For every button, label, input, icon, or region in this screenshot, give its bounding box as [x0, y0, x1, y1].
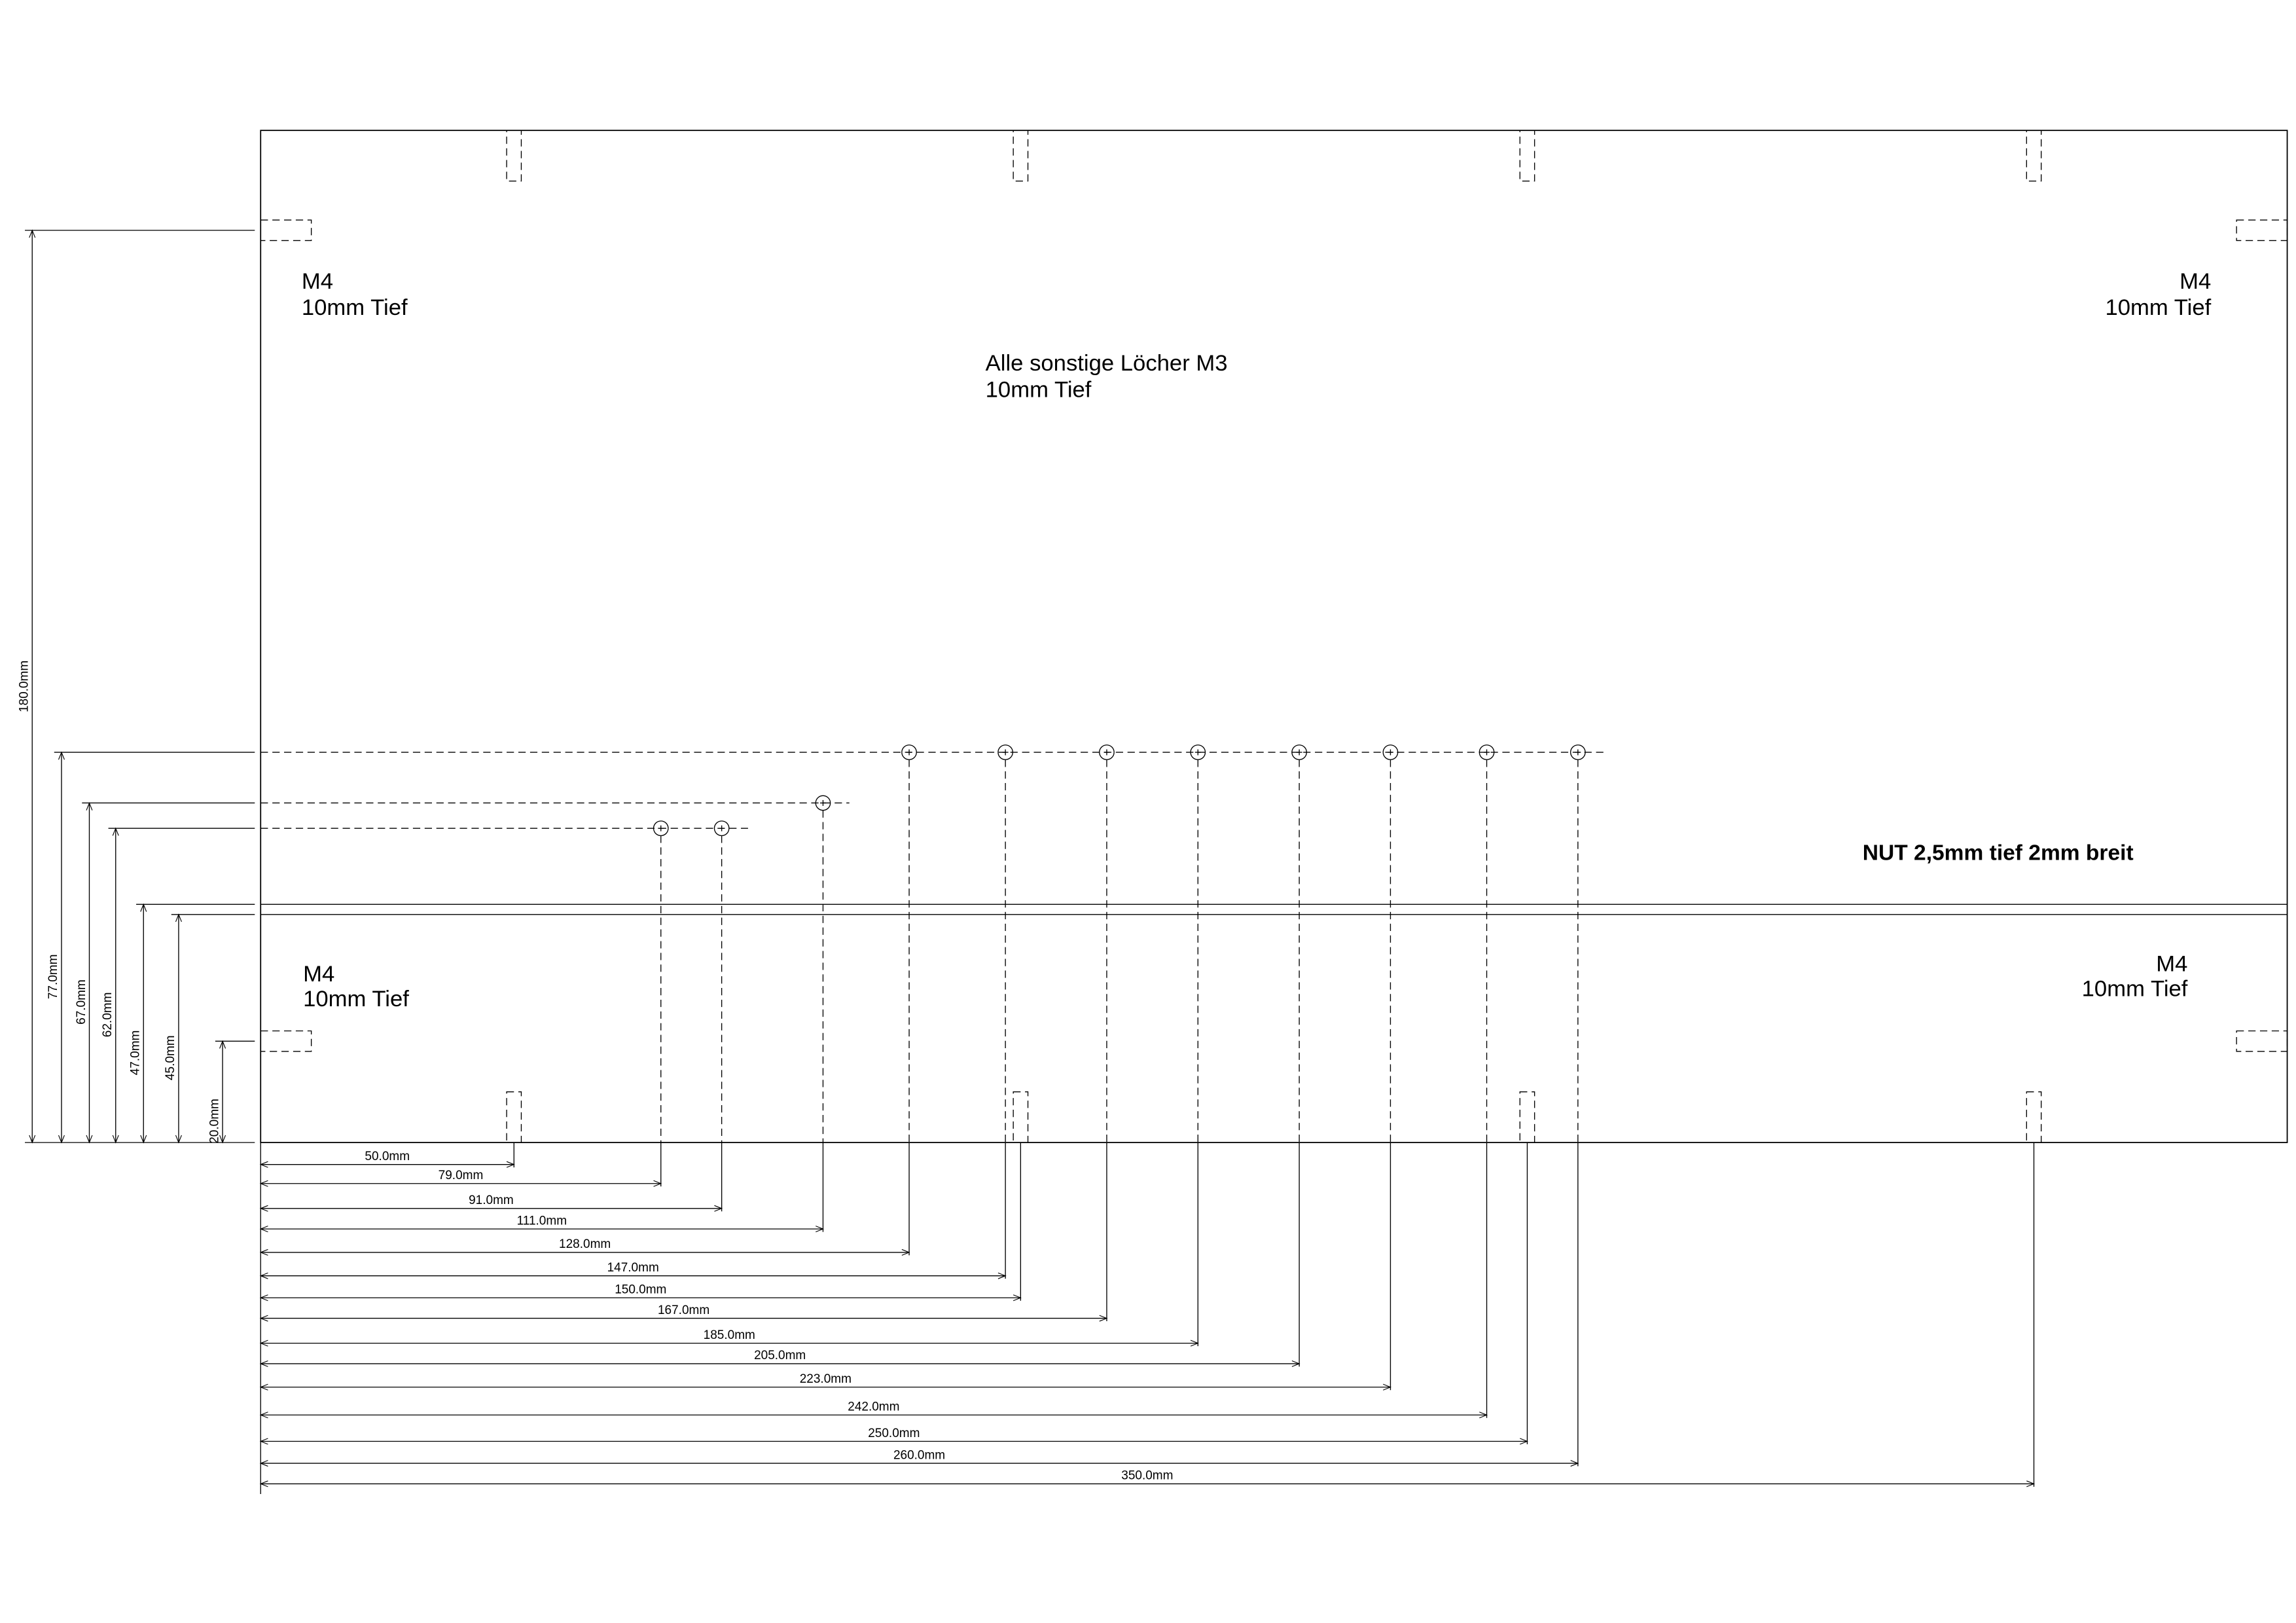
m3-hole-circle — [653, 820, 669, 837]
tapped-hole-top-edge — [506, 130, 522, 182]
note-line: 10mm Tief — [2105, 295, 2211, 320]
m3-hole-circle — [1570, 744, 1586, 760]
note-line: 10mm Tief — [302, 295, 408, 320]
dimension-label: 260.0mm — [893, 1448, 945, 1462]
dimension-label: 185.0mm — [704, 1328, 755, 1342]
dimension-label: 242.0mm — [848, 1400, 899, 1414]
m3-hole-circle — [815, 795, 831, 811]
note-line: 10mm Tief — [2082, 976, 2188, 1001]
dimension-label: 350.0mm — [1121, 1469, 1173, 1483]
m3-hole-circle — [1382, 744, 1399, 760]
m3-hole-circle — [1190, 744, 1206, 760]
dimension-label: 205.0mm — [754, 1349, 806, 1362]
dimension-label: 62.0mm — [101, 993, 115, 1038]
note-groove: NUT 2,5mm tief 2mm breit — [1863, 841, 2134, 865]
dimension-label: 50.0mm — [365, 1150, 410, 1163]
dimension-label: 20.0mm — [207, 1099, 221, 1144]
dimension-label: 167.0mm — [658, 1304, 709, 1317]
dimension-label: 180.0mm — [18, 661, 31, 712]
tapped-hole-left-edge — [260, 1030, 312, 1052]
tapped-hole-bottom-edge — [1519, 1091, 1535, 1143]
dimension-label: 47.0mm — [129, 1030, 143, 1076]
m3-hole-circle — [1479, 744, 1495, 760]
dimension-label: 147.0mm — [607, 1261, 659, 1275]
dimension-label: 91.0mm — [469, 1194, 514, 1207]
tapped-hole-right-edge — [2236, 219, 2288, 242]
tapped-hole-bottom-edge — [1013, 1091, 1029, 1143]
note-m4-top-left: M4 10mm Tief — [302, 269, 408, 320]
note-m4-top-right: M4 10mm Tief — [2105, 269, 2211, 320]
dimension-label: 67.0mm — [75, 979, 88, 1025]
tapped-hole-top-edge — [2026, 130, 2042, 182]
m3-hole-circle — [901, 744, 917, 760]
dimension-label: 250.0mm — [868, 1427, 920, 1440]
m3-hole-circle — [997, 744, 1013, 760]
note-line: M4 — [303, 962, 334, 987]
note-m3-holes: Alle sonstige Löcher M3 10mm Tief — [986, 351, 1228, 402]
plate-outline — [260, 130, 2288, 1144]
dimension-label: 128.0mm — [559, 1237, 611, 1251]
note-m4-bottom-right: M4 10mm Tief — [2082, 951, 2188, 1001]
note-line: M4 — [2179, 269, 2211, 294]
dimension-label: 150.0mm — [615, 1283, 666, 1297]
m3-hole-circle — [1291, 744, 1307, 760]
note-line: M4 — [2156, 951, 2187, 976]
dimension-label: 223.0mm — [800, 1372, 852, 1386]
tapped-hole-bottom-edge — [506, 1091, 522, 1143]
tapped-hole-top-edge — [1013, 130, 1029, 182]
note-line: 10mm Tief — [303, 987, 409, 1012]
note-line: M4 — [302, 269, 333, 294]
tapped-hole-left-edge — [260, 219, 312, 242]
note-m4-bottom-left: M4 10mm Tief — [303, 962, 409, 1012]
dimension-label: 77.0mm — [46, 955, 60, 1000]
dimension-label: 79.0mm — [439, 1169, 484, 1182]
tapped-hole-bottom-edge — [2026, 1091, 2042, 1143]
dimension-label: 45.0mm — [164, 1035, 177, 1080]
note-line: 10mm Tief — [986, 377, 1092, 402]
note-line: Alle sonstige Löcher M3 — [986, 351, 1228, 376]
tapped-hole-top-edge — [1519, 130, 1535, 182]
m3-hole-circle — [1099, 744, 1115, 760]
m3-hole-circle — [713, 820, 730, 837]
tapped-hole-right-edge — [2236, 1030, 2288, 1052]
dimension-label: 111.0mm — [517, 1214, 567, 1228]
